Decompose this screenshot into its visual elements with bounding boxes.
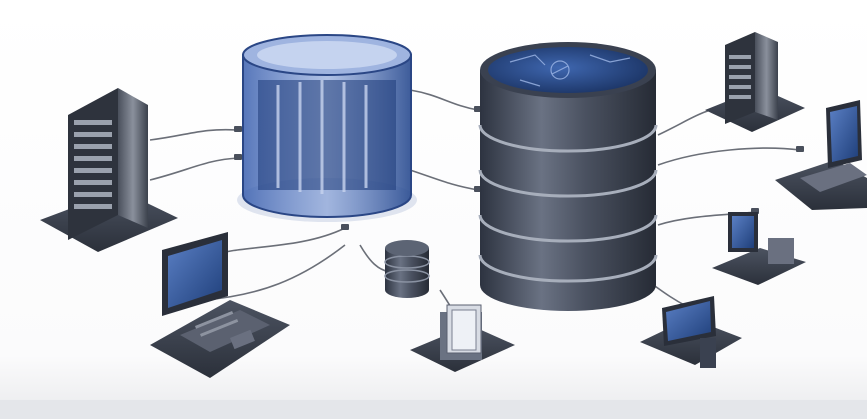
file-folder-icon <box>410 304 515 372</box>
server-rack-icon <box>705 32 805 132</box>
laptop-icon <box>775 100 867 210</box>
desktop-workstation-icon <box>150 232 290 378</box>
floor-band <box>0 400 867 419</box>
glass-storage-cylinder-icon <box>237 34 417 222</box>
database-stack-icon <box>478 42 658 311</box>
server-rack-icon <box>40 88 178 252</box>
laptop-icon <box>640 296 742 368</box>
small-database-icon <box>384 240 430 298</box>
monitor-icon <box>712 212 806 285</box>
